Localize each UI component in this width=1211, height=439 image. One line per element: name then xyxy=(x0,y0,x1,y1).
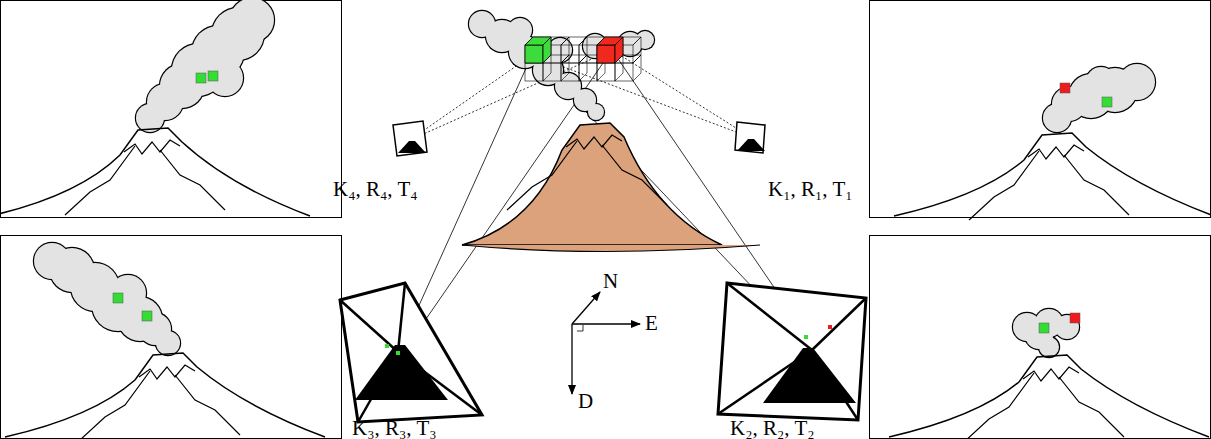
plume xyxy=(110,275,146,311)
volcano-outline xyxy=(894,133,1211,216)
panel-frame xyxy=(1,236,342,439)
camera-parameters: K₃, R₃, T₃ xyxy=(352,417,437,439)
plume xyxy=(1086,67,1116,97)
plume xyxy=(34,243,70,279)
viewing-ray xyxy=(612,50,752,138)
camera-parameters: K₄, R₄, T₄ xyxy=(333,178,418,201)
volcano-outline xyxy=(462,123,722,245)
camera-parameters: K₂, R₂, T₂ xyxy=(730,417,815,439)
crack xyxy=(969,151,1039,220)
camera-view-panel xyxy=(870,236,1211,439)
voxel-projection xyxy=(385,344,389,348)
camera-frustum xyxy=(718,283,866,420)
snow-line xyxy=(124,140,180,154)
crack xyxy=(175,375,240,435)
camera-view-panel xyxy=(0,0,342,217)
compass-axis xyxy=(572,323,640,324)
compass-corner xyxy=(577,325,583,331)
voxel-highlight xyxy=(525,45,543,63)
crack xyxy=(1064,155,1129,215)
voxel-projection xyxy=(396,351,400,355)
volcano-base xyxy=(462,245,760,252)
voxel-projection xyxy=(142,311,152,321)
camera-volcano xyxy=(763,348,856,403)
compass-axis xyxy=(571,324,572,394)
volcano-outline xyxy=(5,353,325,437)
voxel-projection xyxy=(1102,97,1112,107)
voxel xyxy=(525,45,543,63)
voxel xyxy=(561,63,579,81)
crack xyxy=(160,150,225,210)
viewing-ray xyxy=(532,55,752,138)
voxel-projection xyxy=(1070,313,1080,323)
voxel-projection xyxy=(208,71,218,81)
crack xyxy=(507,141,577,210)
crack xyxy=(65,146,135,215)
voxel xyxy=(579,63,597,81)
camera-frustum xyxy=(340,283,482,422)
snow-line xyxy=(1028,145,1084,159)
camera-volcano xyxy=(355,345,448,400)
voxel xyxy=(597,63,615,81)
panel-frame xyxy=(870,1,1211,218)
compass-label: E xyxy=(645,312,658,335)
camera-view-panel xyxy=(1,236,342,439)
voxel-grid xyxy=(525,37,641,81)
voxel-projection xyxy=(804,335,808,339)
voxel-projection xyxy=(113,293,123,303)
voxel xyxy=(543,63,561,81)
camera-frustum-edge xyxy=(727,283,812,350)
voxel xyxy=(597,45,615,63)
panel-frame xyxy=(870,236,1211,439)
voxel xyxy=(525,63,543,81)
camera-frustum-edge xyxy=(340,300,398,352)
compass-label: D xyxy=(578,390,593,413)
plume xyxy=(469,11,495,37)
plume xyxy=(636,31,654,49)
plume xyxy=(1119,64,1155,100)
plume xyxy=(207,60,243,96)
plume xyxy=(508,18,532,42)
camera-volcano xyxy=(737,139,765,151)
panel-frame xyxy=(1,1,342,218)
compass-label: N xyxy=(603,270,618,293)
camera-parameters: K₁, R₁, T₁ xyxy=(768,178,853,201)
voxel-highlight xyxy=(543,37,551,63)
snow-line xyxy=(139,365,195,379)
camera-image-plane xyxy=(393,121,427,156)
voxel-projection xyxy=(1060,83,1070,93)
voxel xyxy=(525,37,551,63)
snow-line xyxy=(566,135,622,149)
plume xyxy=(548,38,572,62)
voxel xyxy=(615,63,633,81)
viewing-ray xyxy=(410,55,532,140)
crack xyxy=(1059,377,1124,437)
snow-line xyxy=(1023,367,1079,381)
camera-view-panel xyxy=(870,1,1211,221)
camera-frustum-edge xyxy=(398,283,405,352)
voxel-highlight xyxy=(597,45,615,63)
voxel-projection xyxy=(1039,323,1049,333)
voxel-projection xyxy=(828,325,832,329)
crack xyxy=(964,373,1034,439)
camera-volcano xyxy=(398,141,426,153)
voxel-highlight xyxy=(615,37,623,63)
crack xyxy=(602,145,667,205)
camera-image-plane xyxy=(735,122,765,153)
crack xyxy=(80,371,150,439)
central-scene xyxy=(340,10,866,422)
voxel xyxy=(597,37,623,63)
volcano-outline xyxy=(889,355,1209,437)
voxel-projection xyxy=(196,73,206,83)
camera-frustum-edge xyxy=(812,298,866,350)
plume xyxy=(230,0,274,42)
compass-axis xyxy=(572,292,600,324)
volcano-outline xyxy=(0,128,310,216)
